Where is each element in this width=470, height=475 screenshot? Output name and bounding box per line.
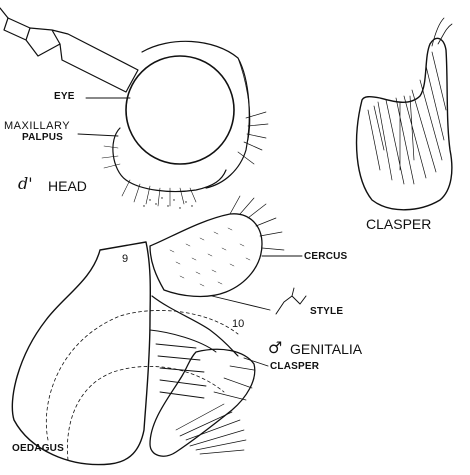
eye-label: EYE [54, 92, 75, 102]
clasper-drawing [357, 18, 452, 210]
genitalia-caption: GENITALIA [290, 342, 362, 356]
clasper-caption: CLASPER [366, 217, 431, 231]
style [276, 296, 306, 314]
head-caption: HEAD [48, 179, 87, 193]
oedagus-label: OEDAGUS [12, 444, 64, 454]
stipple-shading [143, 197, 192, 208]
genital-clasper [150, 349, 255, 456]
segment-9-number: 9 [122, 254, 128, 265]
palpus [113, 128, 226, 192]
genitalia-drawing [12, 196, 306, 465]
eye [126, 56, 234, 164]
male-symbol-head: d' [18, 176, 33, 192]
palpus-label: PALPUS [22, 133, 63, 143]
style-label: STYLE [310, 307, 343, 317]
male-symbol: ♂ [268, 340, 282, 356]
clasper-label: CLASPER [270, 362, 319, 372]
cercus-label: CERCUS [304, 252, 347, 262]
inner-appendage [152, 296, 238, 356]
antenna [4, 18, 138, 92]
cercus [150, 214, 262, 297]
maxillary-label: MAXILLARY [4, 121, 70, 132]
segment-10-number: 10 [232, 319, 244, 330]
segment-9-plate [12, 242, 150, 465]
head-drawing [0, 8, 268, 206]
